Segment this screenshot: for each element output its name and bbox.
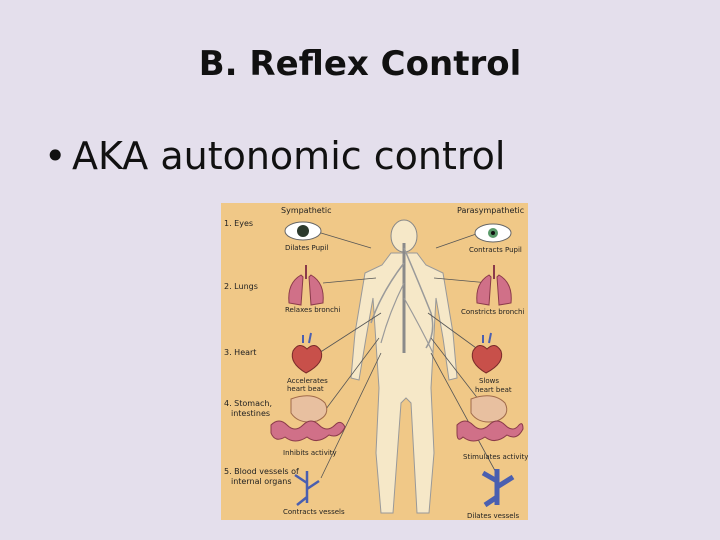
nerve-connections <box>318 232 500 479</box>
stomach-intestines-inhibited-icon <box>270 395 346 442</box>
bullet-text: AKA autonomic control <box>72 134 506 178</box>
eye-contracted-icon <box>474 223 512 243</box>
organ-label-heart: 3. Heart <box>224 348 256 357</box>
bullet-item: •AKA autonomic control <box>44 134 505 178</box>
stomach-parasympathetic-effect: Stimulates activity <box>463 453 528 461</box>
lungs-constricted-icon <box>476 265 512 306</box>
organ-label-lungs: 2. Lungs <box>224 282 258 291</box>
bullet-dot: • <box>44 134 67 178</box>
heart-sympathetic-effect-2: heart beat <box>287 385 324 393</box>
vessels-sympathetic-effect: Contracts vessels <box>283 508 345 516</box>
vessels-contracted-icon <box>294 471 320 506</box>
autonomic-diagram-svg: Sympathetic Parasympathetic <box>224 206 528 520</box>
organ-label-vessels-1: 5. Blood vessels of <box>224 467 299 476</box>
stomach-intestines-stimulated-icon <box>456 395 524 442</box>
eye-dilated-icon <box>284 221 322 241</box>
lungs-sympathetic-effect: Relaxes bronchi <box>285 306 340 314</box>
autonomic-diagram: Sympathetic Parasympathetic <box>221 203 528 520</box>
heart-sympathetic-effect-1: Accelerates <box>287 377 328 385</box>
heart-slowed-icon <box>471 332 503 374</box>
vessels-dilated-icon <box>481 469 515 508</box>
vessels-parasympathetic-effect: Dilates vessels <box>467 512 519 520</box>
organ-label-stomach-2: intestines <box>231 409 270 418</box>
eye-sympathetic-effect: Dilates Pupil <box>285 244 328 252</box>
header-parasympathetic: Parasympathetic <box>457 206 524 215</box>
human-body-figure <box>350 219 458 514</box>
organ-label-eyes: 1. Eyes <box>224 219 253 228</box>
heart-parasympathetic-effect-2: heart beat <box>475 386 512 394</box>
lungs-parasympathetic-effect: Constricts bronchi <box>461 308 524 316</box>
stomach-sympathetic-effect: Inhibits activity <box>283 449 337 457</box>
heart-accelerated-icon <box>291 332 323 374</box>
organ-label-vessels-2: internal organs <box>231 477 292 486</box>
lungs-relaxed-icon <box>288 265 324 306</box>
eye-parasympathetic-effect: Contracts Pupil <box>469 246 522 254</box>
slide-title: B. Reflex Control <box>198 44 522 84</box>
header-sympathetic: Sympathetic <box>281 206 331 215</box>
organ-label-stomach-1: 4. Stomach, <box>224 399 272 408</box>
heart-parasympathetic-effect-1: Slows <box>479 377 499 385</box>
